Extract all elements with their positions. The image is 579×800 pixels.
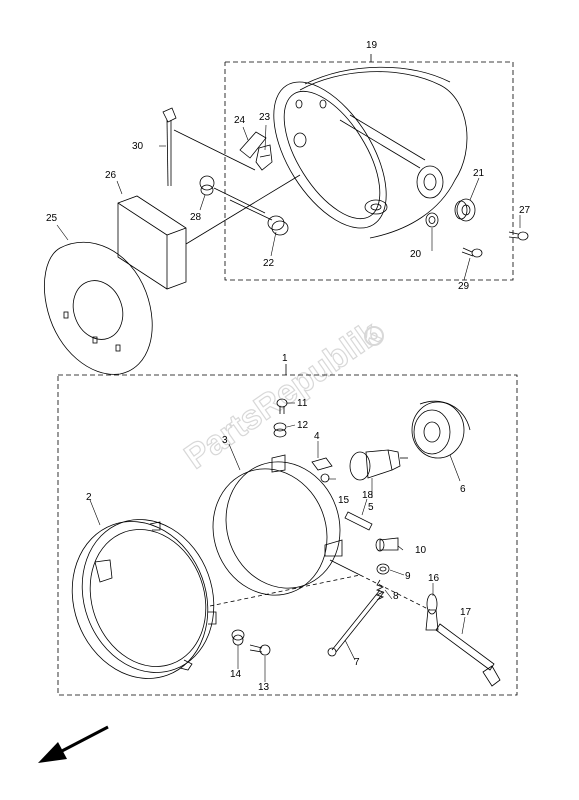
callout-24: 24 <box>234 115 246 126</box>
callout-6: 6 <box>460 484 466 495</box>
callout-29: 29 <box>458 281 470 292</box>
callout-2: 2 <box>86 492 92 503</box>
grommet-28 <box>199 175 266 214</box>
watermark-text: PartsRepublik <box>178 314 387 476</box>
cap-10 <box>375 537 399 552</box>
leader-lines <box>56 124 521 682</box>
fit-line <box>209 574 361 607</box>
watermark: PartsRepublik <box>177 314 387 478</box>
callout-27: 27 <box>519 205 531 216</box>
adjusting-screw-7 <box>327 589 385 657</box>
callout-15: 15 <box>338 495 350 506</box>
callout-28: 28 <box>190 212 202 223</box>
callouts: 19 30 24 23 26 25 28 22 21 27 20 29 1 11… <box>46 40 531 693</box>
watermark-gear-icon <box>364 326 384 346</box>
callout-3: 3 <box>222 435 228 446</box>
callout-4: 4 <box>314 431 320 442</box>
clip-4 <box>311 457 333 471</box>
cover-disc-25 <box>44 241 153 375</box>
headlight-housing <box>273 66 468 239</box>
callout-17: 17 <box>460 607 472 618</box>
clip-23 <box>255 144 273 171</box>
spring-8 <box>375 579 385 601</box>
callout-19: 19 <box>366 40 378 51</box>
grommet-21 <box>454 198 476 222</box>
screw-13 <box>249 644 271 656</box>
callout-10: 10 <box>415 545 427 556</box>
callout-14: 14 <box>230 669 242 680</box>
headlight-rim-2 <box>71 519 217 679</box>
bolt-27 <box>508 231 529 241</box>
callout-9: 9 <box>405 571 411 582</box>
callout-12: 12 <box>297 420 309 431</box>
callout-26: 26 <box>105 170 117 181</box>
nut-9 <box>376 563 390 575</box>
callout-21: 21 <box>473 168 485 179</box>
collar-22 <box>229 199 289 236</box>
lower-assembly-group <box>57 364 518 696</box>
headlight-unit-3 <box>212 454 361 596</box>
grommet-14 <box>231 629 245 646</box>
callout-1: 1 <box>282 353 288 364</box>
callout-16: 16 <box>428 573 440 584</box>
callout-11: 11 <box>297 398 308 409</box>
callout-18: 18 <box>362 490 374 501</box>
callout-5: 5 <box>368 502 374 513</box>
cable-tie-30 <box>162 107 256 187</box>
callout-7: 7 <box>354 657 360 668</box>
callout-8: 8 <box>393 591 399 602</box>
upper-assembly-group <box>44 54 529 375</box>
direction-arrow-icon <box>38 725 109 763</box>
bulb-5 <box>349 449 408 481</box>
spring-12 <box>273 422 287 438</box>
nut-15 <box>320 473 330 483</box>
callout-22: 22 <box>263 258 275 269</box>
screw-29 <box>461 247 483 258</box>
socket-cap-6 <box>411 400 471 459</box>
callout-23: 23 <box>259 112 271 123</box>
fit-line <box>359 574 431 611</box>
callout-25: 25 <box>46 213 58 224</box>
module-box-26 <box>117 174 301 290</box>
upper-frame <box>224 61 514 281</box>
socket-wire-17 <box>435 623 501 687</box>
callout-30: 30 <box>132 141 144 152</box>
callout-20: 20 <box>410 249 422 260</box>
pin-18 <box>344 511 373 531</box>
callout-13: 13 <box>258 682 270 693</box>
grommet-20 <box>425 212 439 228</box>
lower-frame <box>57 374 518 696</box>
bulb-16 <box>425 593 439 631</box>
plate-24 <box>239 131 267 159</box>
